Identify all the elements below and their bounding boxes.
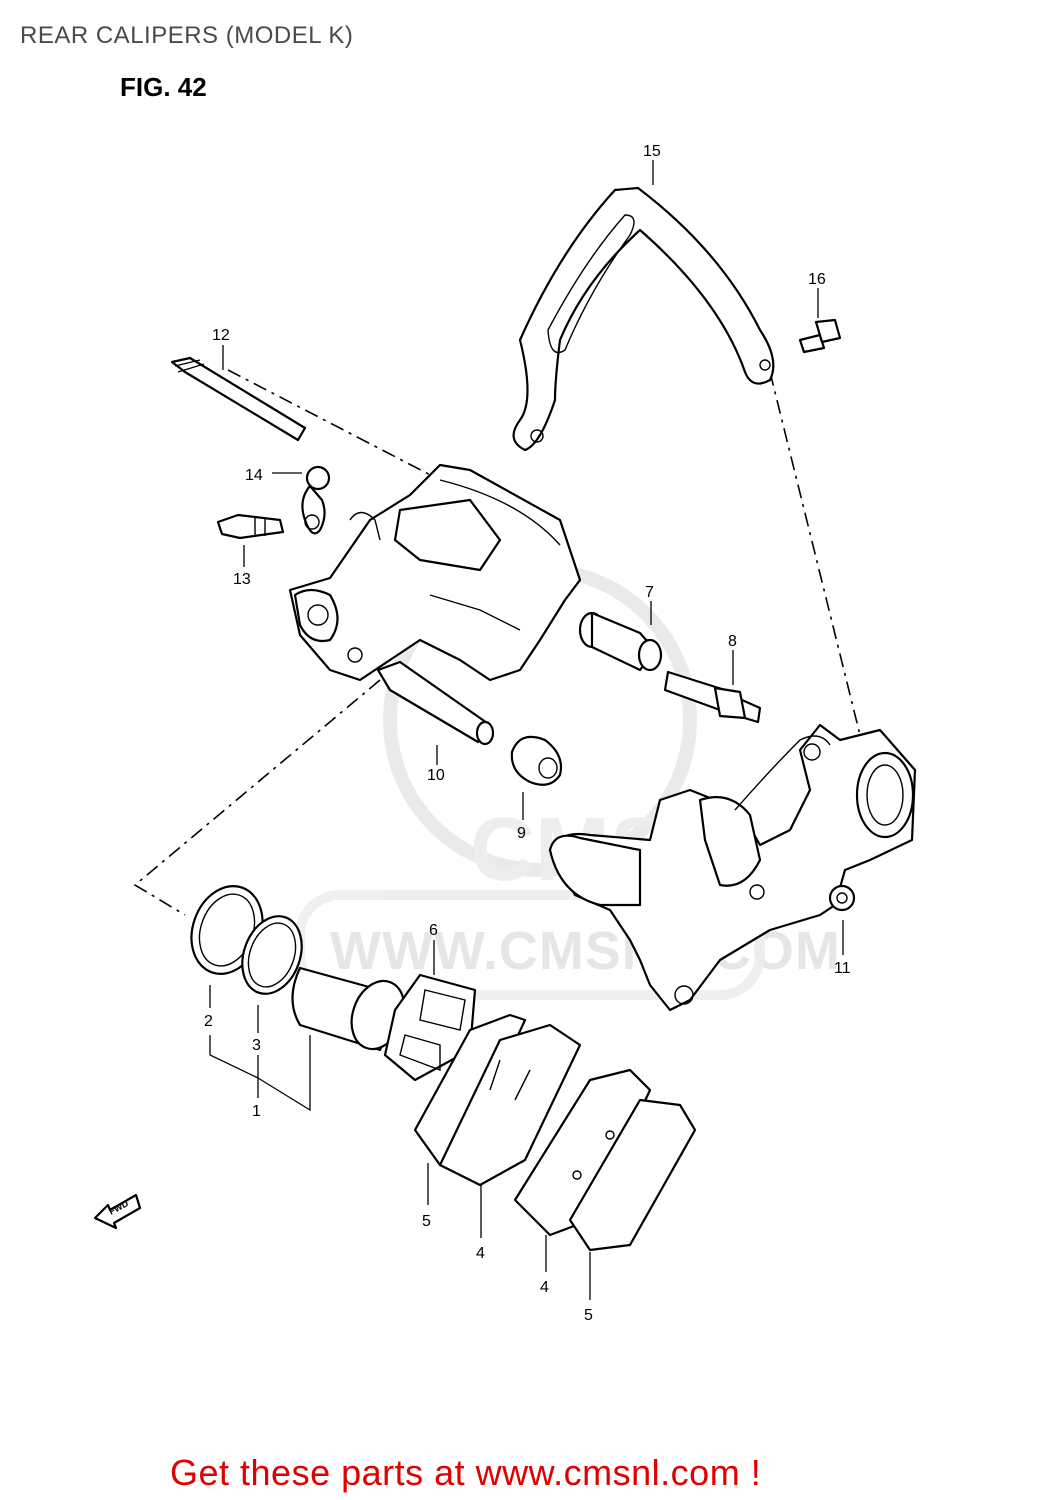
part-4-pad-a (438, 1023, 582, 1187)
part-10-slide-pin (376, 660, 495, 746)
callout-7: 7 (645, 584, 654, 601)
callout-3: 3 (252, 1037, 261, 1054)
part-5-pad-spring-b (568, 1098, 697, 1252)
callout-2: 2 (204, 1013, 213, 1030)
page-title: REAR CALIPERS (MODEL K) (20, 22, 354, 49)
caliper-body (288, 463, 582, 682)
callout-13: 13 (233, 571, 251, 588)
leader-lines (209, 160, 844, 1300)
figure-label: FIG. 42 (120, 72, 207, 102)
callout-labels: 15 16 12 14 13 7 8 10 9 11 6 2 3 1 5 4 4… (204, 143, 851, 1324)
part-8-bolt (663, 670, 762, 724)
part-14-cap (301, 465, 331, 535)
part-4-pad-b (513, 1068, 652, 1237)
part-3-seal (241, 915, 303, 995)
callout-5a: 5 (422, 1213, 431, 1230)
part-12-pin (170, 356, 307, 442)
part-7-sleeve (578, 611, 663, 672)
callout-5b: 5 (584, 1307, 593, 1324)
callout-6: 6 (429, 922, 438, 939)
callout-14: 14 (245, 467, 263, 484)
callout-12: 12 (212, 327, 230, 344)
callout-16: 16 (808, 271, 826, 288)
part-13-bleeder (216, 513, 285, 540)
fwd-arrow-icon: FWD (93, 1193, 142, 1230)
part-15-bracket (512, 186, 775, 452)
part-16-bolt (798, 318, 842, 354)
callout-15: 15 (643, 143, 661, 160)
part-11-holder (548, 723, 917, 1012)
get-parts-link[interactable]: Get these parts at www.cmsnl.com ! (170, 1452, 762, 1493)
callout-4b: 4 (540, 1279, 549, 1296)
callout-1: 1 (252, 1103, 261, 1120)
part-9-boot (510, 735, 563, 786)
part-6-shim (383, 973, 477, 1082)
callout-8: 8 (728, 633, 737, 650)
callout-11: 11 (834, 960, 851, 977)
alignment-lines (133, 369, 861, 916)
callout-4a: 4 (476, 1245, 485, 1262)
callout-10: 10 (427, 767, 445, 784)
callout-9: 9 (517, 825, 526, 842)
